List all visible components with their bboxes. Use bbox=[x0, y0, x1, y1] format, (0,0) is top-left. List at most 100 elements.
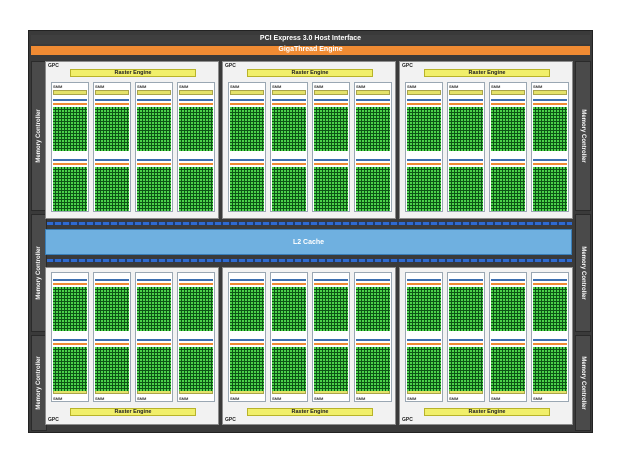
smm-block: SMM bbox=[135, 82, 173, 212]
cuda-core-array bbox=[356, 347, 390, 391]
instruction-buffer bbox=[314, 159, 348, 161]
warp-scheduler bbox=[314, 283, 348, 285]
gpc-label: GPC bbox=[225, 63, 236, 69]
smm-block: SMM bbox=[93, 82, 131, 212]
warp-scheduler bbox=[230, 163, 264, 165]
smm-label: SMM bbox=[179, 84, 189, 89]
warp-scheduler bbox=[95, 103, 129, 105]
smm-block: SMM bbox=[531, 272, 569, 402]
warp-scheduler bbox=[314, 343, 348, 345]
instruction-buffer bbox=[137, 339, 171, 341]
smm-label: SMM bbox=[179, 396, 189, 401]
smm-block: SMM bbox=[51, 82, 89, 212]
warp-scheduler bbox=[95, 343, 129, 345]
warp-scheduler bbox=[137, 283, 171, 285]
smm-block: SMM bbox=[312, 272, 350, 402]
cuda-core-array bbox=[491, 287, 525, 331]
instruction-buffer bbox=[533, 279, 567, 281]
cuda-core-array bbox=[449, 287, 483, 331]
gpc-label: GPC bbox=[402, 63, 413, 69]
instruction-buffer bbox=[53, 279, 87, 281]
cuda-core-array bbox=[179, 287, 213, 331]
cuda-core-array bbox=[314, 287, 348, 331]
cuda-core-array bbox=[533, 287, 567, 331]
warp-scheduler bbox=[356, 103, 390, 105]
instruction-buffer bbox=[137, 279, 171, 281]
warp-scheduler bbox=[95, 283, 129, 285]
instruction-buffer bbox=[449, 99, 483, 101]
warp-scheduler bbox=[179, 283, 213, 285]
warp-scheduler bbox=[53, 103, 87, 105]
polymorph-engine bbox=[95, 90, 129, 95]
instruction-buffer bbox=[272, 99, 306, 101]
warp-scheduler bbox=[95, 163, 129, 165]
instruction-buffer bbox=[53, 99, 87, 101]
gpc-label: GPC bbox=[402, 417, 413, 423]
warp-scheduler bbox=[491, 103, 525, 105]
smm-label: SMM bbox=[491, 396, 501, 401]
cuda-core-array bbox=[179, 167, 213, 211]
warp-scheduler bbox=[53, 343, 87, 345]
warp-scheduler bbox=[230, 283, 264, 285]
cuda-core-array bbox=[491, 167, 525, 211]
smm-label: SMM bbox=[53, 84, 63, 89]
warp-scheduler bbox=[272, 283, 306, 285]
instruction-buffer bbox=[533, 159, 567, 161]
instruction-buffer bbox=[356, 339, 390, 341]
smm-block: SMM bbox=[405, 82, 443, 212]
raster-engine: Raster Engine bbox=[247, 69, 373, 77]
instruction-buffer bbox=[95, 279, 129, 281]
memory-controller-label: Memory Controller bbox=[580, 246, 586, 300]
cuda-core-array bbox=[53, 107, 87, 151]
warp-scheduler bbox=[491, 283, 525, 285]
smm-block: SMM bbox=[135, 272, 173, 402]
warp-scheduler bbox=[407, 103, 441, 105]
smm-label: SMM bbox=[230, 84, 240, 89]
polymorph-engine bbox=[449, 90, 483, 95]
warp-scheduler bbox=[179, 163, 213, 165]
instruction-buffer bbox=[314, 99, 348, 101]
cuda-core-array bbox=[95, 107, 129, 151]
cuda-core-array bbox=[53, 347, 87, 391]
smm-label: SMM bbox=[449, 84, 459, 89]
cuda-core-array bbox=[272, 167, 306, 211]
smm-label: SMM bbox=[314, 84, 324, 89]
raster-engine: Raster Engine bbox=[424, 69, 550, 77]
cuda-core-array bbox=[314, 167, 348, 211]
smm-label: SMM bbox=[230, 396, 240, 401]
smm-label: SMM bbox=[95, 396, 105, 401]
cuda-core-array bbox=[407, 287, 441, 331]
cuda-core-array bbox=[356, 107, 390, 151]
smm-block: SMM bbox=[177, 272, 215, 402]
warp-scheduler bbox=[272, 163, 306, 165]
cuda-core-array bbox=[449, 347, 483, 391]
gpc-label: GPC bbox=[225, 417, 236, 423]
smm-block: SMM bbox=[447, 82, 485, 212]
l2-cache: L2 Cache bbox=[45, 229, 572, 255]
instruction-buffer bbox=[314, 339, 348, 341]
cuda-core-array bbox=[314, 107, 348, 151]
cuda-core-array bbox=[137, 347, 171, 391]
polymorph-engine bbox=[533, 90, 567, 95]
instruction-buffer bbox=[449, 279, 483, 281]
polymorph-engine bbox=[53, 90, 87, 95]
instruction-buffer bbox=[449, 159, 483, 161]
smm-label: SMM bbox=[533, 396, 543, 401]
cuda-core-array bbox=[95, 347, 129, 391]
cuda-core-array bbox=[533, 107, 567, 151]
raster-engine: Raster Engine bbox=[247, 408, 373, 416]
smm-label: SMM bbox=[314, 396, 324, 401]
smm-label: SMM bbox=[407, 84, 417, 89]
instruction-buffer bbox=[356, 99, 390, 101]
warp-scheduler bbox=[356, 283, 390, 285]
smm-block: SMM bbox=[51, 272, 89, 402]
cuda-core-array bbox=[449, 107, 483, 151]
cuda-core-array bbox=[179, 107, 213, 151]
instruction-buffer bbox=[491, 339, 525, 341]
warp-scheduler bbox=[53, 163, 87, 165]
warp-scheduler bbox=[356, 163, 390, 165]
warp-scheduler bbox=[314, 163, 348, 165]
instruction-buffer bbox=[491, 99, 525, 101]
